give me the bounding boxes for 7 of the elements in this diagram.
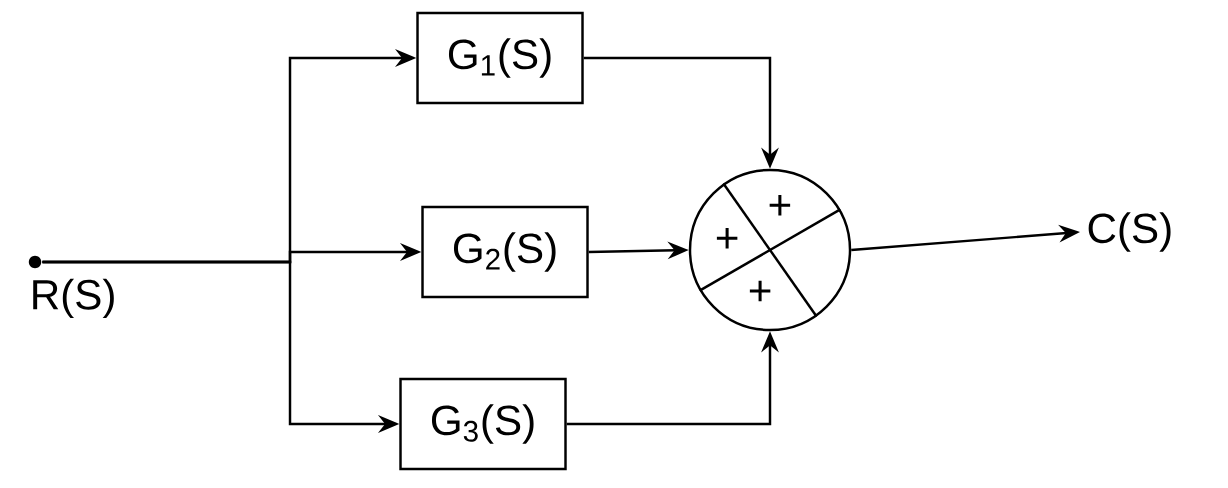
transfer-function-block: G$_{1}$(S) [416, 11, 584, 105]
signal-label: R(S) [33, 278, 114, 319]
signal-label: C(S) [1088, 212, 1171, 252]
transfer-function-block: G$_{3}$(S) [399, 377, 567, 471]
input-point [28, 255, 42, 269]
summing-junction: + + + [688, 168, 852, 332]
transfer-function-block: G$_{2}$(S) [421, 205, 589, 299]
